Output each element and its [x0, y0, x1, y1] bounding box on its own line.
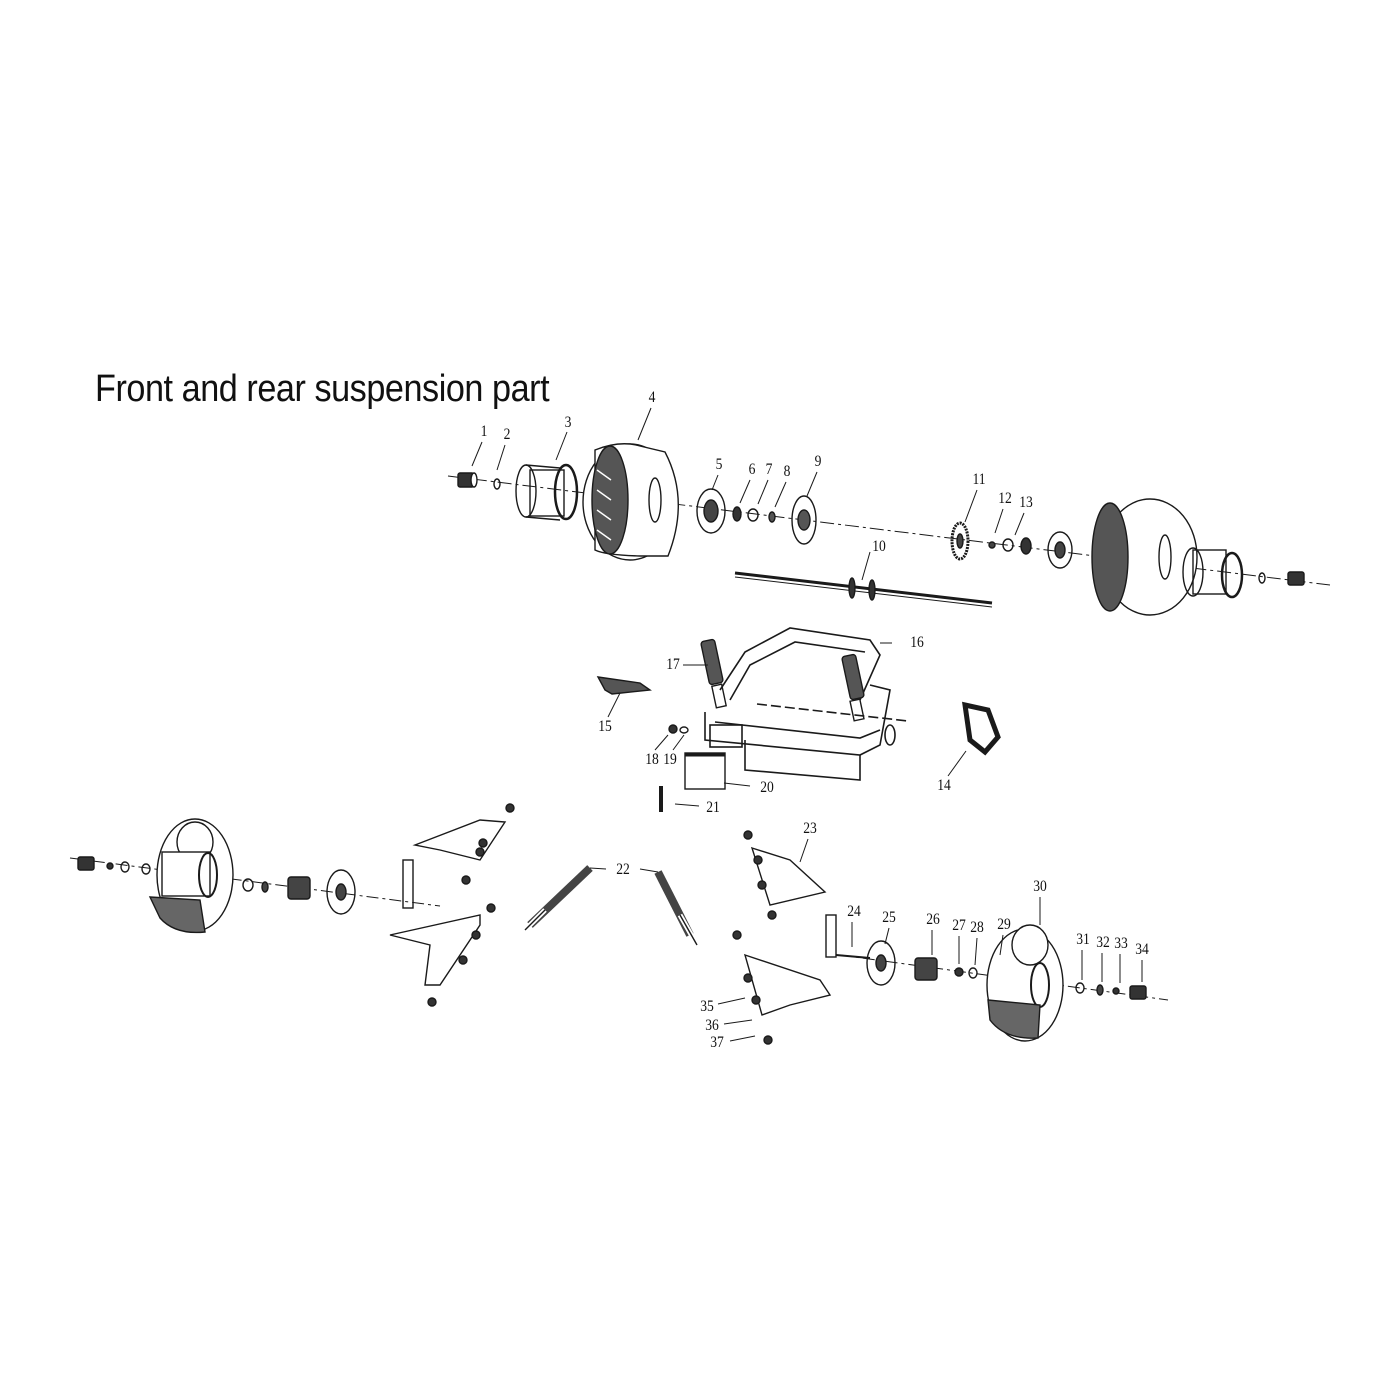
rear-rim-left	[515, 463, 579, 521]
washer-8	[768, 511, 776, 523]
battery	[684, 752, 726, 790]
nut-13	[1002, 538, 1014, 552]
rear-rim-right	[1182, 547, 1244, 599]
callout-label-16: 16	[910, 634, 924, 651]
spacer-19	[679, 726, 689, 734]
rear-tire-right	[1091, 498, 1198, 616]
front-left-tire	[148, 818, 234, 934]
front-left-nut	[77, 856, 95, 871]
callout-label-4: 4	[648, 389, 656, 406]
rear-axle-nut-right	[1287, 571, 1305, 586]
swingarm-frame	[704, 627, 909, 781]
front-left-brake-disc	[326, 869, 356, 915]
callout-label-11: 11	[972, 471, 986, 488]
callout-label-19: 19	[663, 751, 677, 768]
front-right-lower-a-arm	[743, 953, 832, 1016]
front-left-arm-bolts	[427, 803, 515, 1007]
callout-label-33: 33	[1114, 935, 1128, 952]
callout-label-7: 7	[765, 461, 773, 478]
callout-label-17: 17	[666, 656, 680, 673]
callout-label-34: 34	[1135, 941, 1149, 958]
callout-label-25: 25	[882, 909, 896, 926]
front-shock-left	[523, 865, 593, 932]
front-right-hub	[914, 957, 938, 981]
diagram-title: Front and rear suspension part	[95, 368, 550, 410]
washer-12	[988, 541, 996, 549]
washer-right	[1258, 572, 1266, 584]
callout-label-14: 14	[937, 777, 951, 794]
drive-chain	[962, 701, 1001, 756]
callout-label-26: 26	[926, 911, 940, 928]
rear-shock-left	[700, 638, 728, 709]
nut-7	[747, 508, 759, 522]
callout-label-30: 30	[1033, 878, 1047, 895]
callout-label-6: 6	[748, 461, 756, 478]
callout-label-27: 27	[952, 917, 966, 934]
callout-label-12: 12	[998, 490, 1012, 507]
callout-label-18: 18	[645, 751, 659, 768]
callout-label-20: 20	[760, 779, 774, 796]
washer-6	[732, 506, 742, 522]
callout-label-9: 9	[814, 453, 822, 470]
callout-label-36: 36	[705, 1017, 719, 1034]
callout-label-5: 5	[715, 456, 723, 473]
rear-axle-nut-left	[457, 472, 478, 488]
front-left-knuckle	[402, 859, 414, 909]
callout-leader-lines	[471, 407, 1143, 1042]
brake-disc	[791, 495, 817, 545]
front-right-nut	[1129, 985, 1147, 1000]
rear-hub-right	[1047, 531, 1073, 569]
front-left-hub	[287, 876, 311, 900]
front-left-upper-a-arm	[412, 819, 507, 861]
callout-label-1: 1	[480, 423, 488, 440]
callout-label-23: 23	[803, 820, 817, 837]
callout-label-37: 37	[710, 1034, 724, 1051]
rear-sprocket	[950, 521, 970, 561]
rear-shock-right	[841, 653, 865, 722]
callout-label-35: 35	[700, 998, 714, 1015]
front-right-arm-bolts	[732, 830, 777, 1045]
front-right-brake-disc	[866, 940, 896, 986]
front-right-tire	[986, 924, 1064, 1042]
callout-label-22: 22	[616, 861, 630, 878]
front-shock-right	[654, 870, 700, 947]
callout-label-32: 32	[1096, 934, 1110, 951]
rear-hub-left	[696, 488, 726, 534]
front-right-knuckle	[825, 914, 837, 958]
callout-label-24: 24	[847, 903, 861, 920]
callout-label-28: 28	[970, 919, 984, 936]
bearing-right	[1020, 537, 1032, 555]
callout-label-13: 13	[1019, 494, 1033, 511]
front-left-lower-a-arm	[389, 914, 481, 986]
rear-tire-left	[582, 443, 679, 561]
callout-label-21: 21	[706, 799, 720, 816]
callout-label-3: 3	[564, 414, 572, 431]
washer-2	[493, 478, 501, 490]
callout-label-29: 29	[997, 916, 1011, 933]
callout-label-31: 31	[1076, 931, 1090, 948]
callout-label-15: 15	[598, 718, 612, 735]
callout-label-10: 10	[872, 538, 886, 555]
mud-guard-bracket	[596, 676, 652, 695]
callout-label-2: 2	[503, 426, 511, 443]
front-right-upper-a-arm	[750, 846, 827, 906]
rear-axle-shaft	[734, 551, 993, 608]
rear-axle-centerline	[447, 475, 1331, 586]
bolt-18	[668, 724, 678, 734]
callout-label-8: 8	[783, 463, 791, 480]
